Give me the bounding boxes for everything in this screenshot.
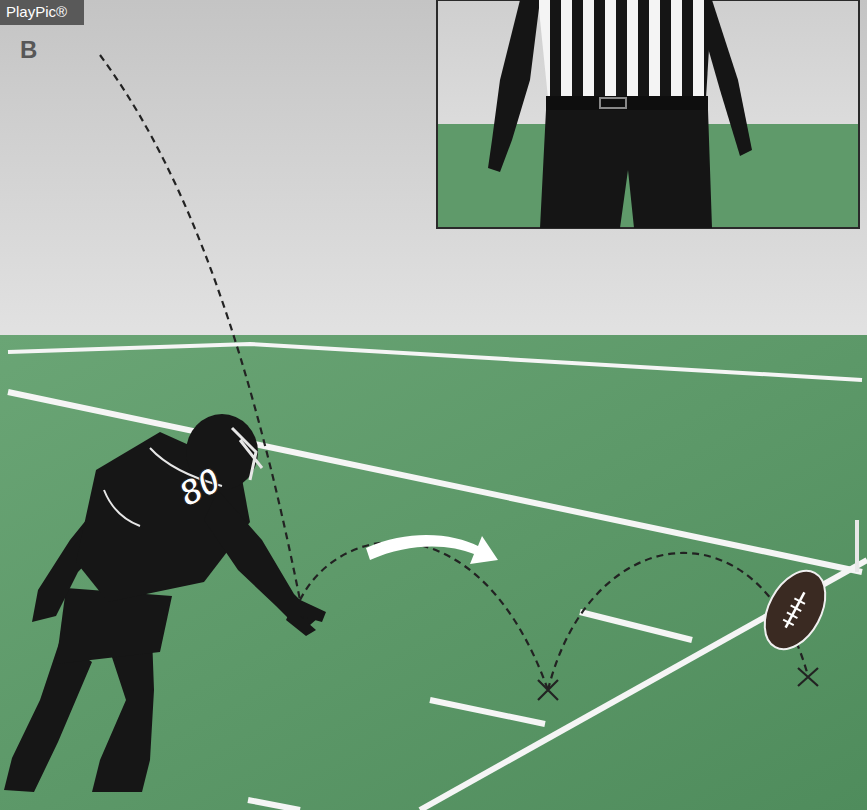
player-hand [286, 598, 326, 636]
football [752, 561, 837, 660]
player-silhouette [4, 414, 326, 792]
belt-buckle [600, 98, 626, 108]
sideline [420, 560, 867, 810]
referee-belt [546, 96, 708, 110]
jersey-number: 80 [172, 459, 227, 515]
pylon-edge [855, 520, 859, 572]
bounce-mark [798, 668, 818, 686]
referee-shirt [538, 0, 712, 98]
direction-arrow [366, 535, 498, 564]
football-body [752, 561, 837, 660]
jersey-sleeve [104, 490, 140, 526]
football-lace [783, 598, 805, 625]
inset-frame [437, 0, 859, 228]
brand-text: PlayPic® [6, 3, 78, 20]
hash-mark [248, 800, 300, 810]
play-letter: B [20, 36, 37, 64]
referee-pants [540, 110, 712, 228]
sky-background [0, 0, 867, 340]
ball-path [300, 542, 548, 690]
referee-arm [488, 0, 540, 172]
field-turf [0, 335, 867, 810]
bounce-mark [538, 680, 558, 700]
facemask [232, 428, 262, 480]
hash-mark [430, 700, 545, 724]
referee-inset [437, 0, 859, 228]
hash-mark [580, 612, 692, 640]
far-yard-line [8, 344, 862, 380]
player-leg [92, 636, 154, 792]
brand-tag: PlayPic® [0, 0, 84, 25]
player-leg [4, 640, 92, 792]
